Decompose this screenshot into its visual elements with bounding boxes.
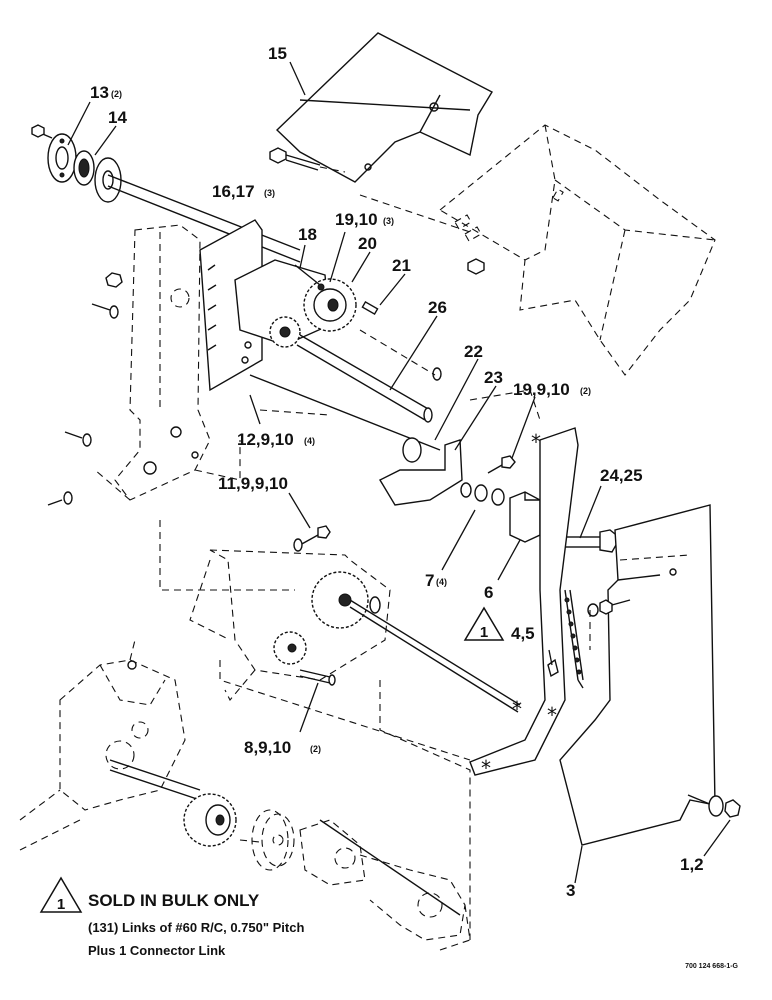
leader-lines: [67, 61, 731, 884]
frame-left-dashed: [94, 224, 211, 501]
lower-drive-dashed: [209, 549, 521, 713]
bearing-flange-outer: [94, 157, 122, 203]
chain-bulk-marker-number: 1: [480, 624, 488, 641]
sprocket-part-20: [303, 278, 357, 332]
bolt-part-24-25: [564, 529, 621, 553]
reference-star-middle: *: [512, 697, 522, 721]
callout-24-25: 24,25: [600, 466, 643, 485]
bottom-hub-dashed: [239, 809, 295, 871]
note-title: SOLD IN BULK ONLY: [88, 891, 260, 910]
callout-labels: 15 13 (2) 14 16,17 (3) 18 19,10 (3) 20 2…: [90, 44, 704, 900]
callout-8-9-10-qty: (2): [310, 744, 321, 754]
bearing-bolt: [31, 124, 53, 139]
bearing-flange-part-13: [47, 133, 77, 183]
bracket-plate: [199, 219, 331, 392]
callout-15: 15: [268, 44, 287, 63]
callout-11-9-9-10: 11,9,9,10: [218, 474, 288, 493]
reference-star-top: *: [531, 430, 541, 454]
bolt-part-11-9-9-10: [293, 525, 331, 552]
shaft-part-26: [296, 329, 442, 423]
note-line-1: (131) Links of #60 R/C, 0.750" Pitch: [88, 920, 304, 935]
callout-12-9-10-qty: (4): [304, 436, 315, 446]
reference-star-bottom: *: [481, 756, 491, 780]
lower-shaft-extension: [249, 374, 441, 451]
callout-19-10: 19,10: [335, 210, 378, 229]
tightener-arm: [469, 427, 579, 776]
callout-7-qty: (4): [436, 577, 447, 587]
key-part-21: [361, 300, 379, 316]
callout-18: 18: [298, 225, 317, 244]
callout-22: 22: [464, 342, 483, 361]
callout-13: 13: [90, 83, 109, 102]
washers-part-7: [460, 482, 505, 506]
callout-20: 20: [358, 234, 377, 253]
guard-part-3: [559, 504, 716, 846]
bolt-part-16-17: [269, 147, 346, 173]
note-marker: 1: [57, 896, 65, 913]
bottom-left-frame-dashed: [19, 639, 201, 851]
bulk-note: 1 SOLD IN BULK ONLY (131) Links of #60 R…: [39, 876, 304, 958]
callout-8-9-10: 8,9,10: [244, 738, 291, 757]
callout-21: 21: [392, 256, 411, 275]
sprocket-inner: [269, 316, 301, 348]
frame-nuts-left: [47, 272, 123, 506]
pin-part-18: [294, 264, 325, 291]
callout-7: 7: [425, 571, 434, 590]
upper-shaft-line: [107, 174, 301, 251]
note-line-2: Plus 1 Connector Link: [88, 943, 226, 958]
callout-19-10-qty: (3): [383, 216, 394, 226]
upper-shaft-line-lower: [107, 185, 301, 263]
callout-12-9-10: 12,9,10: [237, 430, 294, 449]
chain-roller: [564, 589, 584, 681]
callout-4-5: 4,5: [511, 624, 535, 643]
drawing-number: 700 124 668-1-G: [685, 963, 738, 970]
bolt-part-19-9-10: [487, 455, 516, 474]
shield-dashed-outline: [359, 124, 716, 376]
guard-bolt-1-2: [687, 794, 741, 818]
callout-19-9-10: 19,9,10: [513, 380, 570, 399]
callout-13-qty: (2): [111, 89, 122, 99]
callout-1-2: 1,2: [680, 855, 704, 874]
callout-3: 3: [566, 881, 575, 900]
note-warning-triangle: [39, 876, 83, 913]
alignment-dashed-lines: [159, 389, 691, 761]
callout-16-17: 16,17: [212, 182, 255, 201]
callout-6: 6: [484, 583, 493, 602]
driveline-box-dashed: [379, 680, 471, 940]
callout-23: 23: [484, 368, 503, 387]
shield-part-15: [275, 32, 493, 183]
bolt-part-8-9-10: [299, 669, 336, 686]
callout-14: 14: [108, 108, 127, 127]
chain-bulk-marker: 1: [463, 606, 505, 641]
reference-star-right: *: [547, 703, 557, 727]
bearing-part-14: [73, 150, 95, 186]
connector-link-4-5: [547, 658, 584, 689]
callout-19-9-10-qty: (2): [580, 386, 591, 396]
bottom-sprocket: [183, 793, 237, 847]
shield-nut: [467, 258, 485, 275]
block-part-6: [509, 491, 541, 543]
callout-26: 26: [428, 298, 447, 317]
callout-16-17-qty: (3): [264, 188, 275, 198]
driveline-dashed: [299, 819, 471, 951]
bracket-part-22-23: [379, 437, 463, 506]
